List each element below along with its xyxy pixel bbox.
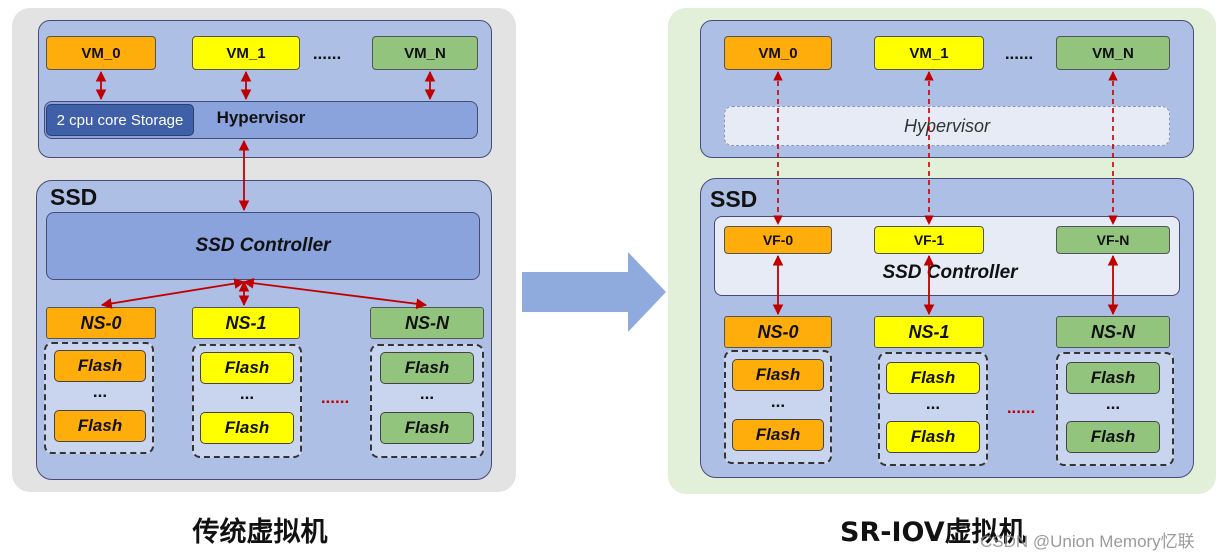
left-flash-n-top: Flash bbox=[380, 352, 474, 384]
right-vf-1: VF-1 bbox=[874, 226, 984, 254]
left-flash-0-top: Flash bbox=[54, 350, 146, 382]
left-ns-n: NS-N bbox=[370, 307, 484, 339]
left-vm-ellipsis: ...... bbox=[312, 44, 342, 63]
right-flash-1-ellipsis: ... bbox=[925, 394, 941, 413]
right-vf-n: VF-N bbox=[1056, 226, 1170, 254]
right-flash-1-top: Flash bbox=[886, 362, 980, 394]
right-flash-1-bottom: Flash bbox=[886, 421, 980, 453]
right-flash-0-top: Flash bbox=[732, 359, 824, 391]
right-flash-n-top: Flash bbox=[1066, 362, 1160, 394]
right-ssd-label: SSD bbox=[710, 186, 758, 212]
right-vm-1: VM_1 bbox=[874, 36, 984, 70]
left-ns-0: NS-0 bbox=[46, 307, 156, 339]
right-flash-n-bottom: Flash bbox=[1066, 421, 1160, 453]
right-group-ellipsis: ...... bbox=[1006, 398, 1036, 417]
left-caption: 传统虚拟机 bbox=[192, 517, 328, 548]
right-flash-0-bottom: Flash bbox=[732, 419, 824, 451]
left-flash-1-top: Flash bbox=[200, 352, 294, 384]
left-ctrl-ns0-arrow bbox=[100, 278, 246, 309]
left-ssd-label: SSD bbox=[50, 184, 98, 210]
left-flash-1-bottom: Flash bbox=[200, 412, 294, 444]
left-group-ellipsis: ...... bbox=[320, 388, 350, 407]
right-controller-label: SSD Controller bbox=[882, 262, 1018, 283]
left-vm-n: VM_N bbox=[372, 36, 478, 70]
right-vm-0: VM_0 bbox=[724, 36, 832, 70]
left-ctrl-nsn-arrow bbox=[242, 277, 428, 310]
left-storage-box: 2 cpu core Storage bbox=[46, 104, 194, 136]
right-ns-1: NS-1 bbox=[874, 316, 984, 348]
left-hypervisor-label: Hypervisor bbox=[216, 108, 306, 127]
left-flash-n-bottom: Flash bbox=[380, 412, 474, 444]
left-vm-1: VM_1 bbox=[192, 36, 300, 70]
watermark: CSDN @Union Memory忆联 bbox=[980, 532, 1195, 551]
right-vm-ellipsis: ...... bbox=[1004, 44, 1034, 63]
left-flash-n-ellipsis: ... bbox=[419, 384, 435, 403]
left-ns-1: NS-1 bbox=[192, 307, 300, 339]
right-caption: SR-IOV虚拟机 bbox=[840, 517, 1026, 548]
left-flash-0-ellipsis: ... bbox=[92, 382, 108, 401]
right-flash-0-ellipsis: ... bbox=[770, 392, 786, 411]
right-ns-0: NS-0 bbox=[724, 316, 832, 348]
right-ns-n: NS-N bbox=[1056, 316, 1170, 348]
left-vm-0: VM_0 bbox=[46, 36, 156, 70]
left-flash-0-bottom: Flash bbox=[54, 410, 146, 442]
left-flash-1-ellipsis: ... bbox=[239, 384, 255, 403]
right-vf-0: VF-0 bbox=[724, 226, 832, 254]
right-vm-n: VM_N bbox=[1056, 36, 1170, 70]
left-ssd-controller: SSD Controller bbox=[46, 212, 480, 280]
right-flash-n-ellipsis: ... bbox=[1105, 394, 1121, 413]
